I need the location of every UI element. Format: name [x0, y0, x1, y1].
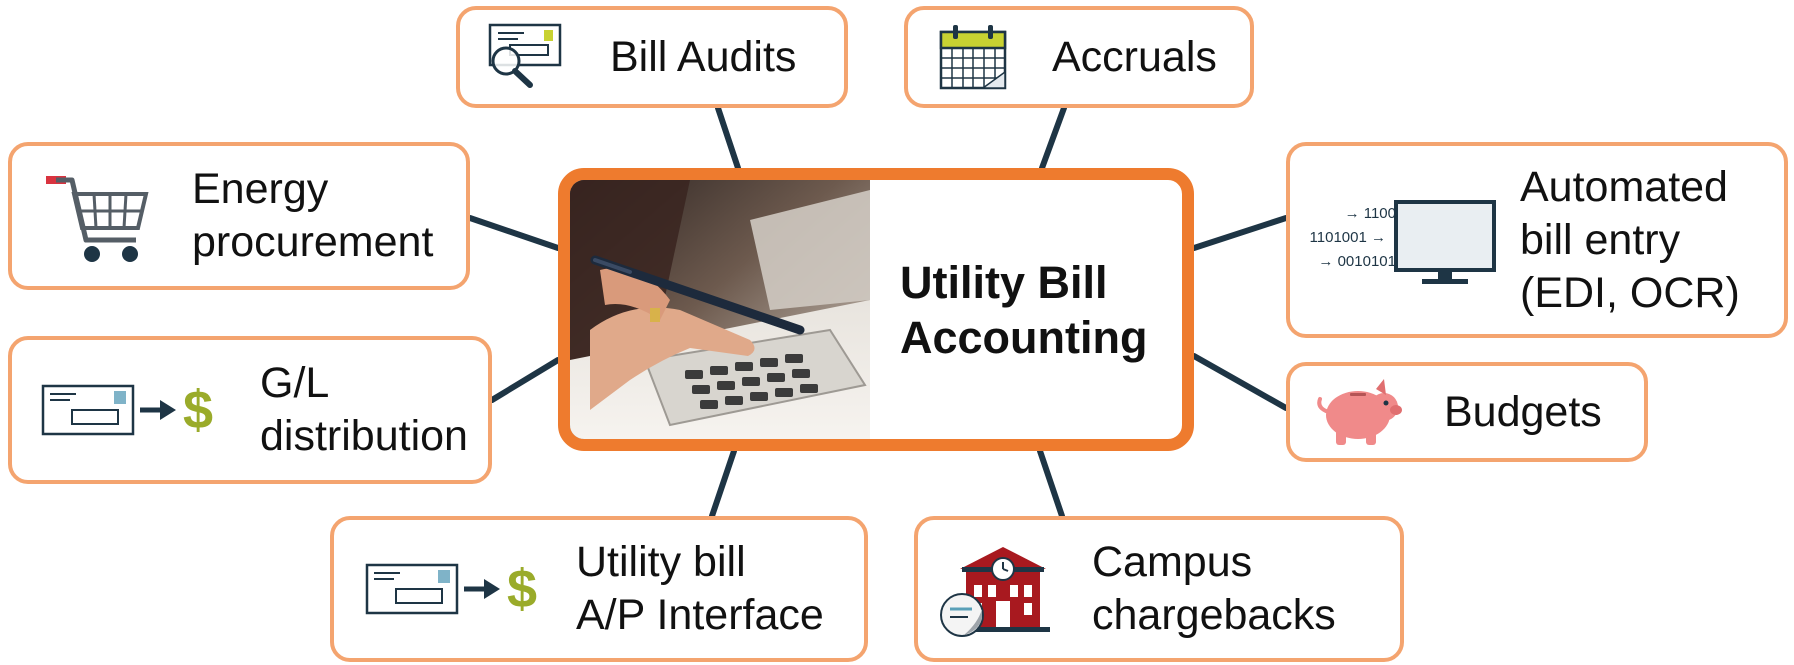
label-bill-audits: Bill Audits [610, 32, 797, 81]
connector-bill-audits [715, 105, 741, 171]
node-energy-procurement: Energy procurement [8, 142, 470, 290]
label-energy-procurement-line1: Energy [192, 165, 329, 213]
label-gl-distribution-line1: G/L [260, 359, 330, 407]
node-automated-entry: → 1100 1101001 → → 0010101 Automated bil… [1286, 142, 1788, 338]
center-title: Utility Bill Accounting [900, 255, 1147, 365]
connector-budgets [1191, 353, 1289, 411]
label-gl-distribution-line2: distribution [260, 412, 468, 460]
node-chargebacks: Campus chargebacks [914, 516, 1404, 662]
label-ap-interface-line2: A/P Interface [576, 591, 824, 639]
connector-chargebacks [1037, 448, 1065, 519]
label-ap-interface: Utility bill A/P Interface [576, 536, 824, 642]
node-accruals: Accruals [904, 6, 1254, 108]
label-automated-entry: Automated bill entry (EDI, OCR) [1520, 161, 1740, 320]
shopping-cart-icon [38, 168, 158, 264]
label-energy-procurement-line2: procurement [192, 218, 434, 266]
label-chargebacks-line1: Campus [1092, 538, 1253, 586]
monitor-binary-icon: → 1100 1101001 → → 0010101 [1304, 190, 1504, 290]
node-gl-distribution: $ G/L distribution [8, 336, 492, 484]
calendar-icon [938, 22, 1008, 92]
node-budgets: Budgets [1286, 362, 1648, 462]
connector-automated-entry [1191, 215, 1289, 251]
center-title-line2: Accounting [900, 311, 1148, 363]
envelope-dollar-icon: $ [40, 378, 220, 442]
connector-energy-procurement [467, 215, 561, 251]
label-budgets: Budgets [1444, 387, 1602, 436]
calculator-photo [570, 180, 870, 439]
magnifier-document-icon [484, 21, 564, 93]
label-accruals: Accruals [1052, 32, 1217, 81]
label-ap-interface-line1: Utility bill [576, 538, 746, 586]
campus-building-icon [938, 539, 1068, 639]
label-automated-entry-line2: bill entry [1520, 215, 1681, 264]
dollar-sign: $ [183, 380, 213, 440]
label-automated-entry-line1: Automated [1520, 162, 1728, 211]
label-chargebacks-line2: chargebacks [1092, 591, 1336, 639]
label-gl-distribution: G/L distribution [260, 357, 468, 463]
dollar-sign: $ [507, 559, 537, 619]
connector-accruals [1039, 105, 1067, 171]
piggy-bank-icon [1314, 377, 1404, 447]
envelope-dollar-icon: $ [364, 557, 544, 621]
binary-line-2: 1101001 → [1310, 229, 1386, 246]
connector-gl-distribution [489, 357, 561, 403]
node-bill-audits: Bill Audits [456, 6, 848, 108]
center-node: Utility Bill Accounting [558, 168, 1194, 451]
node-ap-interface: $ Utility bill A/P Interface [330, 516, 868, 662]
center-title-line1: Utility Bill [900, 256, 1108, 308]
label-chargebacks: Campus chargebacks [1092, 536, 1336, 642]
binary-line-1: → 1100 [1345, 205, 1396, 222]
label-energy-procurement: Energy procurement [192, 163, 433, 269]
binary-line-3: → 0010101 [1318, 253, 1396, 270]
label-automated-entry-line3: (EDI, OCR) [1520, 268, 1740, 317]
connector-ap-interface [709, 448, 737, 519]
